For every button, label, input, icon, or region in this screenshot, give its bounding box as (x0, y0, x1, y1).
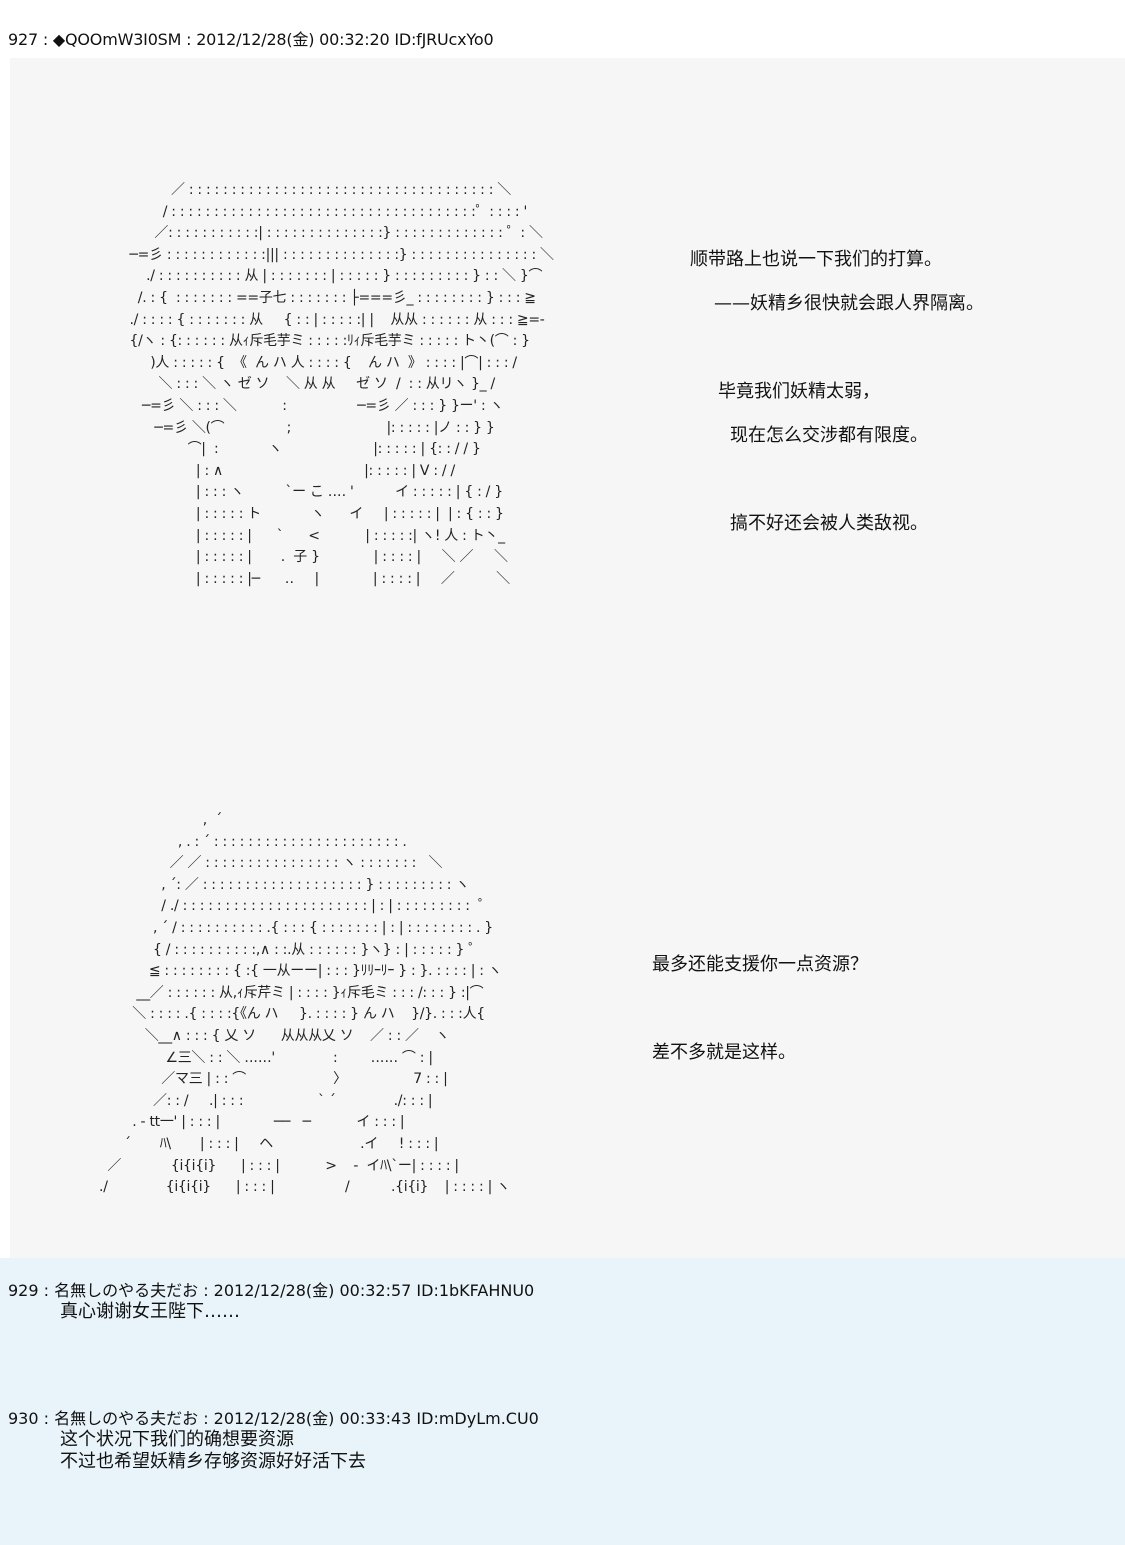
dialogue-line-5: 搞不好还会被人类敌视。 (730, 513, 928, 534)
reply-post-929: 929 : 名無しのやる夫だお : 2012/12/28(金) 00:32:57… (8, 1280, 1108, 1323)
dialogue-line-3: 毕竟我们妖精太弱， (718, 381, 880, 402)
post-header: 927 : ◆QOOmW3I0SM : 2012/12/28(金) 00:32:… (8, 30, 494, 49)
ascii-art-bottom: , ´ , . : ´ : : : : : : : : : : : : : : … (99, 812, 510, 1196)
dialogue-line-4: 现在怎么交涉都有限度。 (730, 425, 928, 446)
reply-post-930: 930 : 名無しのやる夫だお : 2012/12/28(金) 00:33:43… (8, 1408, 1108, 1473)
post-body-panel (10, 58, 1125, 1258)
reply-line: 这个状况下我们的确想要资源 (60, 1429, 294, 1450)
reply-line: 不过也希望妖精乡存够资源好好活下去 (60, 1451, 366, 1472)
ascii-art-top: ／ : : : : : : : : : : : : : : : : : : : … (129, 182, 555, 587)
dialogue-line-6: 最多还能支援你一点资源？ (652, 954, 868, 975)
dialogue-line-1: 顺带路上也说一下我们的打算。 (690, 249, 942, 270)
reply-header: 929 : 名無しのやる夫だお : 2012/12/28(金) 00:32:57… (8, 1281, 535, 1300)
dialogue-line-2: ——妖精乡很快就会跟人界隔离。 (714, 293, 984, 314)
reply-area: 929 : 名無しのやる夫だお : 2012/12/28(金) 00:32:57… (0, 1258, 1125, 1545)
reply-line: 真心谢谢女王陛下…… (60, 1301, 240, 1322)
dialogue-line-7: 差不多就是这样。 (652, 1042, 796, 1063)
reply-header: 930 : 名無しのやる夫だお : 2012/12/28(金) 00:33:43… (8, 1409, 539, 1428)
main-post: 927 : ◆QOOmW3I0SM : 2012/12/28(金) 00:32:… (8, 30, 1125, 1258)
